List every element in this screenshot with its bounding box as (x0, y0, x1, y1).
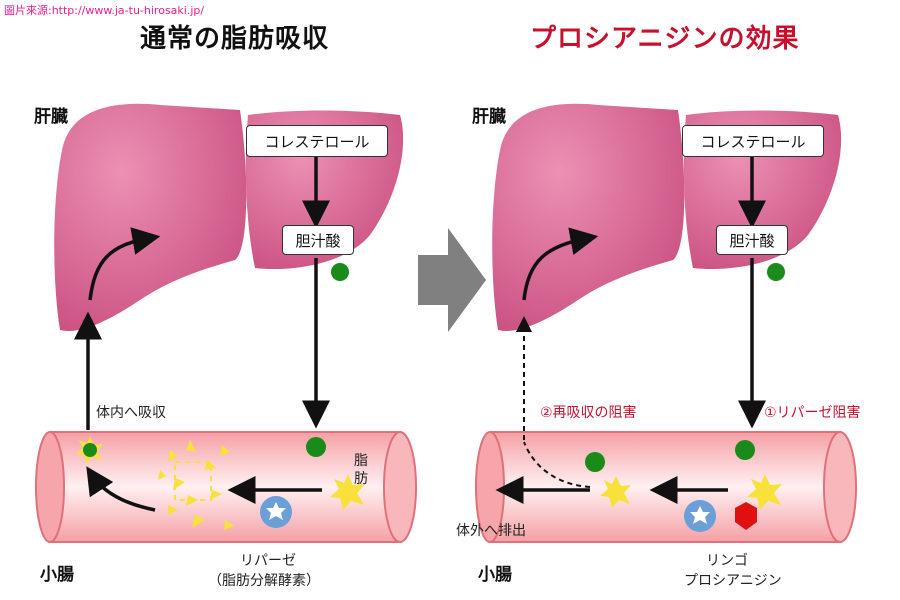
liver-left-lobe-right (492, 103, 685, 331)
fat-label-2: 肪 (354, 471, 368, 487)
source-watermark: 圖片來源:http://www.ja-tu-hirosaki.jp/ (4, 4, 205, 17)
intestine-tube-right (475, 431, 857, 543)
bile-acid-dot (306, 437, 326, 457)
bile-acid-box: 胆汁酸 (282, 225, 354, 255)
apple-label: リンゴ (706, 553, 748, 569)
excrete-label: 体外へ排出 (456, 523, 526, 539)
fat-label-1: 脂 (354, 453, 368, 469)
intestine-label: 小腸 (478, 565, 512, 585)
procyanidin-label: プロシアニジン (684, 573, 782, 589)
bile-acid-dot (585, 452, 605, 472)
transition-arrow (418, 228, 486, 332)
bile-acid-dot (767, 263, 785, 281)
lipase-label: リパーゼ (240, 553, 296, 569)
liver-left-lobe (54, 103, 247, 331)
cholesterol-box: コレステロール (682, 125, 824, 157)
right-title: プロシアニジンの効果 (530, 24, 800, 54)
lipase-sub-label: （脂肪分解酵素） (208, 573, 320, 589)
absorb-label: 体内へ吸収 (96, 405, 166, 421)
liver-label: 肝臓 (34, 107, 68, 127)
fat-icon (330, 474, 365, 510)
fat-fragments (158, 440, 234, 530)
fat-icon (600, 476, 631, 508)
bile-acid-dot (331, 263, 349, 281)
bile-acid-box: 胆汁酸 (716, 225, 788, 255)
left-title: 通常の脂肪吸収 (140, 24, 330, 54)
fat-icon (747, 474, 782, 510)
lipase-icon (260, 496, 292, 528)
cholesterol-box: コレステロール (246, 125, 388, 157)
reabsorb-block-label: ②再吸収の阻害 (540, 405, 637, 421)
lipase-block-label: ①リパーゼ阻害 (764, 405, 861, 421)
bile-acid-dot (735, 440, 755, 460)
liver-label: 肝臓 (472, 107, 506, 127)
lipase-icon (684, 500, 716, 532)
procyanidin-icon (735, 502, 757, 530)
fat-absorbed-icon (76, 436, 103, 464)
intestine-label: 小腸 (40, 565, 74, 585)
